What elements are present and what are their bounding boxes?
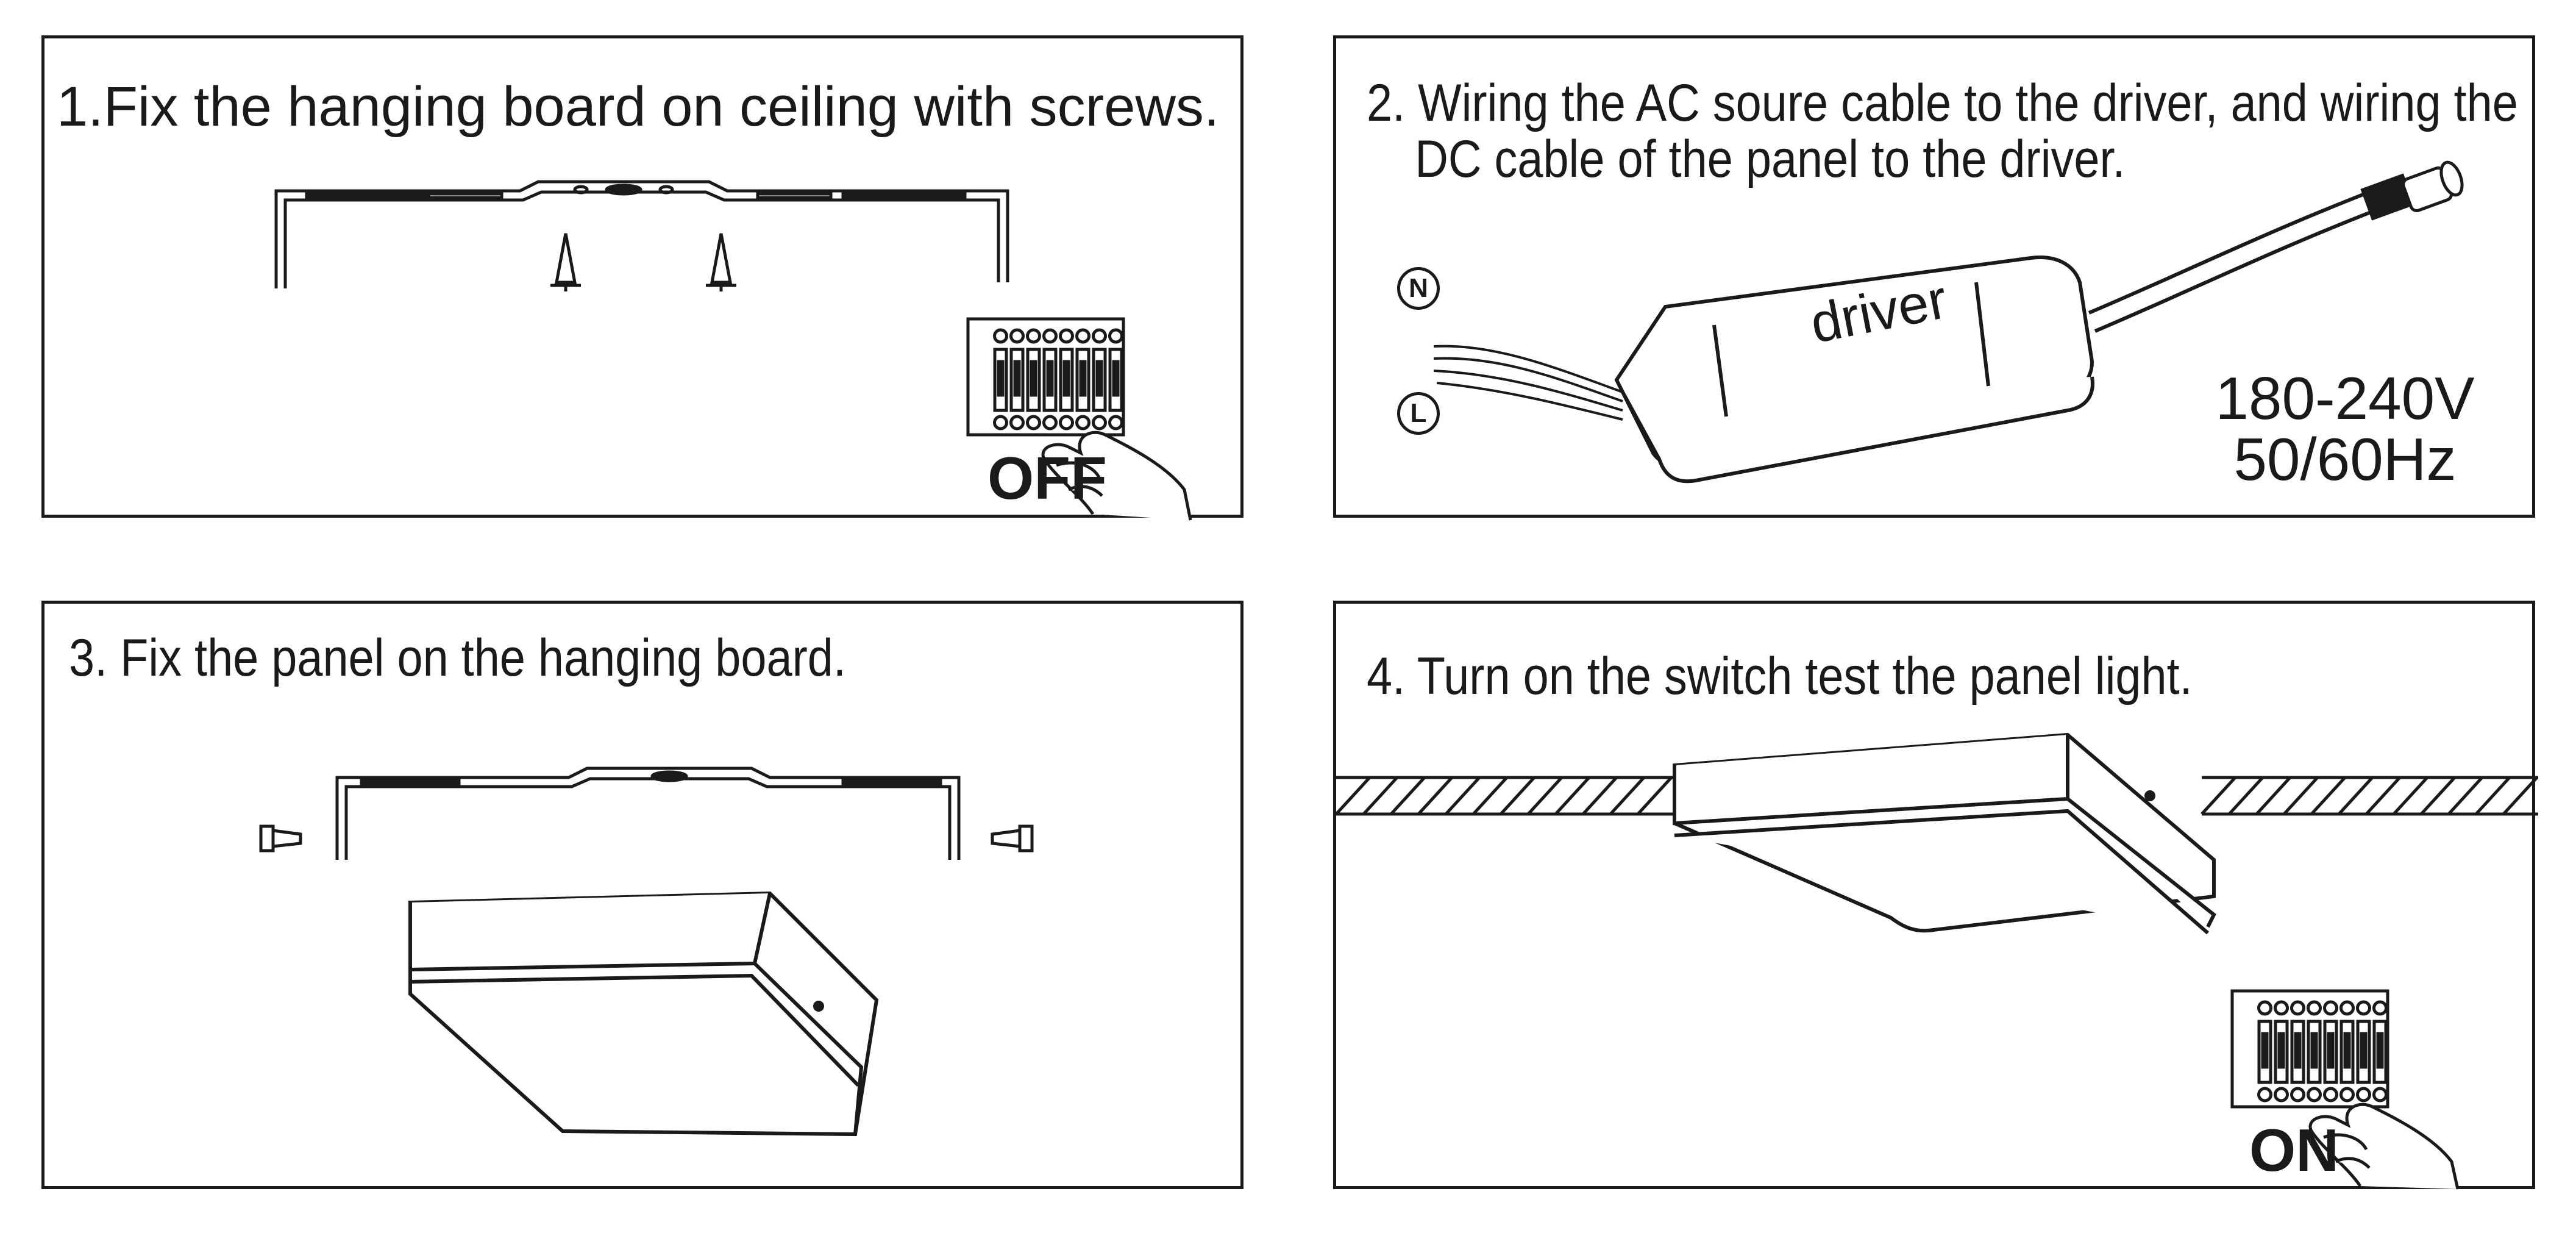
step-1-illustration — [274, 180, 1192, 521]
screw-icon — [706, 233, 736, 291]
step-2-line-2: DC cable of the panel to the driver. — [1415, 130, 2126, 188]
neutral-terminal-label: N — [1397, 267, 1440, 310]
ac-wires — [1433, 345, 1623, 421]
step-1-text: 1.Fix the hanging board on ceiling with … — [57, 76, 1220, 138]
hand-icon — [2308, 1103, 2460, 1190]
ceiling-hatch — [1335, 776, 2538, 816]
off-label: OFF — [987, 445, 1107, 512]
step-3-text: 3. Fix the panel on the hanging board. — [69, 629, 846, 687]
step-4-illustration — [1335, 732, 2538, 1190]
step-4-text: 4. Turn on the switch test the panel lig… — [1367, 647, 2193, 706]
dc-connector-icon — [2360, 160, 2464, 221]
step-1-panel: 1.Fix the hanging board on ceiling with … — [41, 35, 1244, 521]
breaker-switch-icon — [2230, 989, 2389, 1109]
hanging-board — [274, 180, 1009, 288]
hanging-board — [335, 767, 961, 860]
live-terminal-label: L — [1397, 392, 1440, 435]
step-4-panel: 4. Turn on the switch test the panel lig… — [1333, 601, 2538, 1190]
hand-icon — [1041, 431, 1192, 521]
step-3-panel: 3. Fix the panel on the hanging board. — [41, 601, 1244, 1189]
step-3-illustration — [259, 767, 1034, 1137]
step-2-illustration — [1433, 160, 2464, 484]
dc-cable — [2088, 189, 2380, 333]
frequency-label: 50/60Hz — [2233, 426, 2457, 493]
breaker-switch-icon — [966, 317, 1125, 437]
screw-icon — [991, 824, 1034, 852]
screw-icon — [550, 233, 581, 291]
panel-light — [1673, 732, 2216, 935]
step-2-text: 2. Wiring the AC soure cable to the driv… — [1367, 75, 2518, 187]
step-2-panel: 2. Wiring the AC soure cable to the driv… — [1333, 35, 2535, 518]
step-2-line-1: 2. Wiring the AC soure cable to the driv… — [1367, 74, 2518, 132]
driver-box — [1614, 256, 2094, 484]
screw-icon — [259, 824, 302, 852]
on-label: ON — [2249, 1117, 2339, 1184]
voltage-label: 180-240V — [2215, 365, 2475, 432]
panel-light — [408, 891, 879, 1137]
